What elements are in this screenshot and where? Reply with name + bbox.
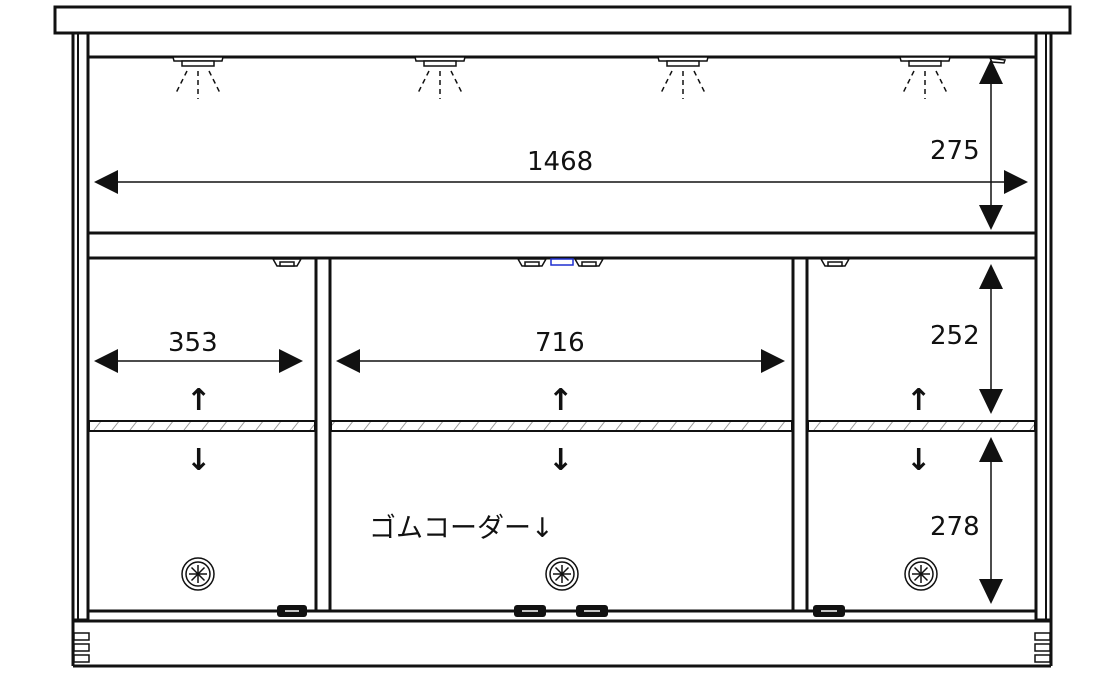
downlight-icon (414, 56, 466, 99)
shelf-up-arrow-icon: ↑ (906, 383, 932, 418)
shelf-up-arrow-icon: ↑ (186, 383, 212, 418)
downlight-icon (657, 56, 709, 99)
dimension-line-left-width (94, 349, 303, 373)
dimension-line-top-height (979, 59, 1003, 230)
dimension-label-total-width: 1468 (527, 147, 594, 177)
right-side-panel (1034, 31, 1053, 622)
cord-grommet-note: ゴムコーダー↓ (369, 513, 554, 544)
cord-grommet-icon (181, 557, 938, 591)
top-compartment (88, 31, 1036, 260)
dimension-label-top-height: 275 (930, 136, 980, 166)
downlight-icon (172, 56, 224, 99)
dimension-line-center-width (336, 349, 785, 373)
bottom-board (71, 609, 1053, 668)
adjustable-shelf (88, 420, 1036, 432)
dimension-line-lower-shelf-height (979, 437, 1003, 604)
partition-right (791, 256, 809, 613)
shelf-down-arrow-icon: ↓ (906, 443, 932, 478)
adjuster-foot-icon (73, 632, 1051, 663)
left-side-panel (71, 31, 90, 622)
shelf-down-arrow-icon: ↓ (548, 443, 574, 478)
sensor-icon (550, 258, 574, 266)
hinge-top-icon (271, 258, 851, 267)
dimension-label-lower-shelf-height: 278 (930, 512, 980, 542)
shelf-down-arrow-icon: ↓ (186, 443, 212, 478)
shelf-up-arrow-icon: ↑ (548, 383, 574, 418)
dimension-line-width-total (94, 170, 1028, 194)
dimension-label-left-width: 353 (168, 328, 218, 358)
dimension-label-center-width: 716 (535, 328, 585, 358)
dimension-line-upper-shelf-height (979, 264, 1003, 414)
top-board (53, 5, 1072, 35)
dimension-label-upper-shelf-height: 252 (930, 321, 980, 351)
downlight-icon (899, 56, 951, 99)
partition-left (314, 256, 332, 613)
